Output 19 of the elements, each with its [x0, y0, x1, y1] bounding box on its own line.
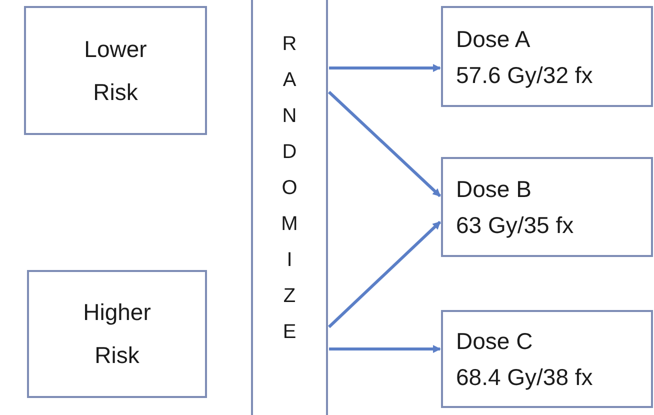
- dose-title: Dose B: [456, 175, 532, 204]
- vertical-label: RANDOMIZE: [284, 32, 296, 345]
- randomize-band: [251, 0, 328, 415]
- dose-schedule: 57.6 Gy/32 fx: [456, 60, 593, 90]
- dose-box: [441, 157, 653, 257]
- dose-schedule: 68.4 Gy/38 fx: [456, 363, 593, 392]
- arrow: [328, 220, 442, 328]
- dose-title: Dose A: [456, 24, 530, 54]
- dose-box: [441, 6, 653, 107]
- arrow: [328, 90, 442, 198]
- dose-title: Dose C: [456, 327, 533, 356]
- dose-schedule: 63 Gy/35 fx: [456, 211, 574, 240]
- arrow: [329, 64, 441, 72]
- risk-group-box: [24, 6, 207, 135]
- risk-group-box: [27, 270, 207, 398]
- dose-box: [441, 310, 653, 408]
- group-label: Lower Risk: [83, 34, 148, 106]
- group-label: Higher Risk: [82, 298, 152, 370]
- arrow: [329, 345, 441, 353]
